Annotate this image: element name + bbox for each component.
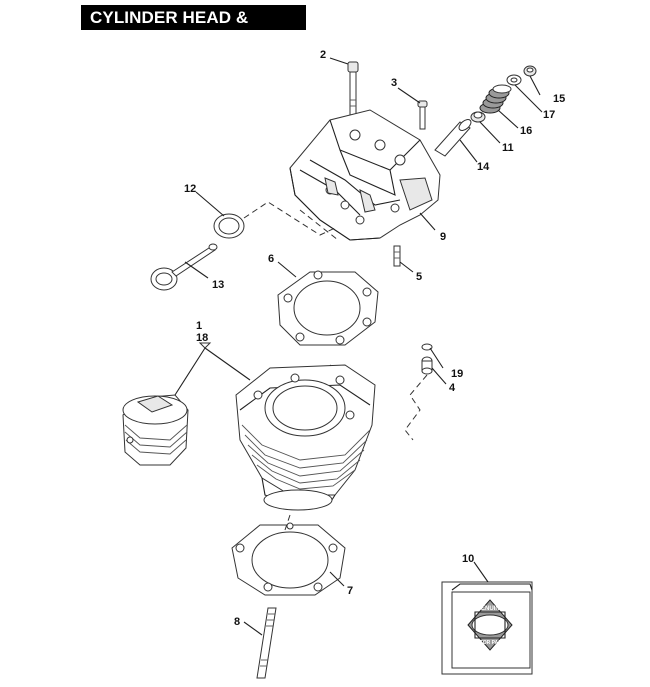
assembly-guide-lines xyxy=(243,201,339,241)
callout-9: 9 xyxy=(440,231,446,243)
callout-11: 11 xyxy=(502,142,514,154)
callout-5: 5 xyxy=(416,271,422,283)
part-14-valve-guide xyxy=(434,119,472,157)
part-19-o-ring xyxy=(421,343,433,351)
part-7-base-gasket xyxy=(231,522,346,596)
callout-8: 8 xyxy=(234,616,240,628)
part-9-cylinder-head xyxy=(289,109,441,241)
part-11-valve-seal xyxy=(470,111,486,123)
part-13-valve xyxy=(150,243,218,291)
callout-18: 18 xyxy=(196,332,208,344)
part-10-gasket-kit xyxy=(441,581,533,675)
part-5-dowel-stud xyxy=(393,245,401,267)
part-4-dowel xyxy=(421,356,433,375)
piston xyxy=(122,394,189,466)
part-3-bolt xyxy=(417,100,428,130)
part-2-head-bolt xyxy=(347,61,359,117)
callout-1: 1 xyxy=(196,320,202,332)
part-8-cylinder-stud xyxy=(256,607,277,679)
part-12-valve-seat xyxy=(213,213,245,239)
part-1-cylinder xyxy=(235,364,376,511)
callout-10: 10 xyxy=(462,553,474,565)
callout-19: 19 xyxy=(451,368,463,380)
part-17-spring-retainer xyxy=(506,74,522,86)
callout-12: 12 xyxy=(184,183,196,195)
kit-logo-top: GENUINE xyxy=(476,606,503,612)
part-16-valve-spring xyxy=(479,84,512,114)
callout-6: 6 xyxy=(268,253,274,265)
callout-4: 4 xyxy=(449,382,456,394)
callout-leaders xyxy=(184,57,543,636)
callout-13: 13 xyxy=(212,279,224,291)
callout-16: 16 xyxy=(520,125,532,137)
kit-logo-bottom: MOTOR PARTS xyxy=(472,640,509,646)
callout-3: 3 xyxy=(391,77,397,89)
part-6-head-gasket xyxy=(277,270,379,346)
callout-17: 17 xyxy=(543,109,555,121)
diagram-title: CYLINDER HEAD & VALVES xyxy=(81,5,306,52)
callout-7: 7 xyxy=(347,585,353,597)
part-15-valve-keeper xyxy=(523,65,537,77)
callout-14: 14 xyxy=(477,161,490,173)
callout-2: 2 xyxy=(320,49,326,61)
callout-labels: 2 3 15 17 16 11 14 9 5 12 13 6 1 18 19 4… xyxy=(184,49,565,628)
callout-15: 15 xyxy=(553,93,565,105)
